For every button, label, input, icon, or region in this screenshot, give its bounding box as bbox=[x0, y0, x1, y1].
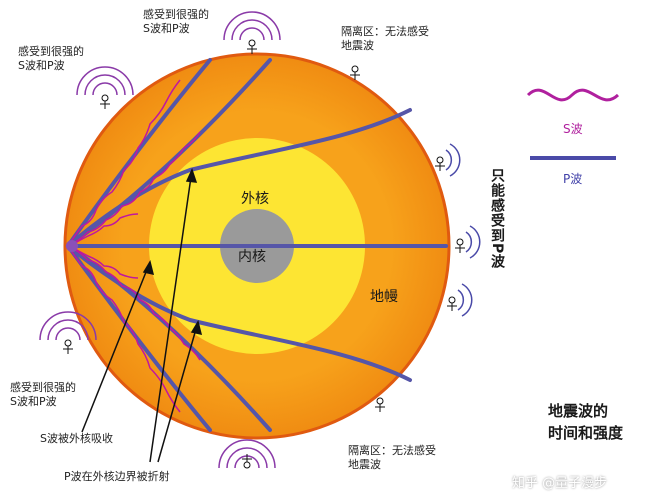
callout-arrows bbox=[81, 167, 203, 463]
receiver-strong-top-center bbox=[223, 11, 281, 54]
label-shadow-bottom: 隔离区：无法感受地震波 bbox=[348, 444, 436, 471]
earthquake-focus bbox=[66, 240, 78, 252]
mantle-label: 地幔 bbox=[370, 289, 398, 305]
legend-s-wave-label: S波 bbox=[563, 122, 583, 136]
s-wave-rays bbox=[67, 79, 201, 413]
receiver-strong-top-left bbox=[76, 66, 134, 109]
s-wave-ray bbox=[69, 245, 139, 279]
receiver-strong-bottom-left bbox=[39, 311, 97, 354]
s-wave-ray bbox=[67, 245, 181, 413]
receiver-shadow-top bbox=[350, 65, 360, 80]
receiver-p-only-3 bbox=[447, 283, 473, 317]
diagram-title: 地震波的时间和强度 bbox=[548, 402, 624, 442]
p-wave-ray bbox=[66, 244, 412, 382]
inner-core-label: 内核 bbox=[238, 249, 266, 265]
s-wave-ray bbox=[67, 131, 201, 247]
p-only-zone-label: 只能感受到P波 bbox=[489, 168, 505, 270]
legend-p-wave-label: P波 bbox=[563, 172, 583, 186]
outer-core-label: 外核 bbox=[241, 191, 269, 207]
p-wave-ray bbox=[66, 108, 412, 248]
s-wave-ray bbox=[67, 245, 201, 361]
receiver-shadow-bottom bbox=[375, 397, 385, 412]
s-wave-ray bbox=[67, 79, 181, 247]
receivers bbox=[39, 11, 481, 469]
receiver-p-only-2 bbox=[455, 225, 481, 259]
callout-s-absorbed: S波被外核吸收 bbox=[40, 432, 113, 445]
receiver-p-only-1 bbox=[435, 143, 461, 177]
callout-p-refracted: P波在外核边界被折射 bbox=[64, 470, 170, 483]
legend-s-wave-sample bbox=[526, 88, 620, 102]
label-shadow-top: 隔离区：无法感受地震波 bbox=[341, 25, 429, 52]
legend bbox=[526, 88, 620, 160]
receiver-strong-bottom-center bbox=[218, 439, 276, 469]
s-wave-ray bbox=[69, 213, 139, 247]
watermark: 知乎 @量子漫步 bbox=[512, 476, 608, 491]
